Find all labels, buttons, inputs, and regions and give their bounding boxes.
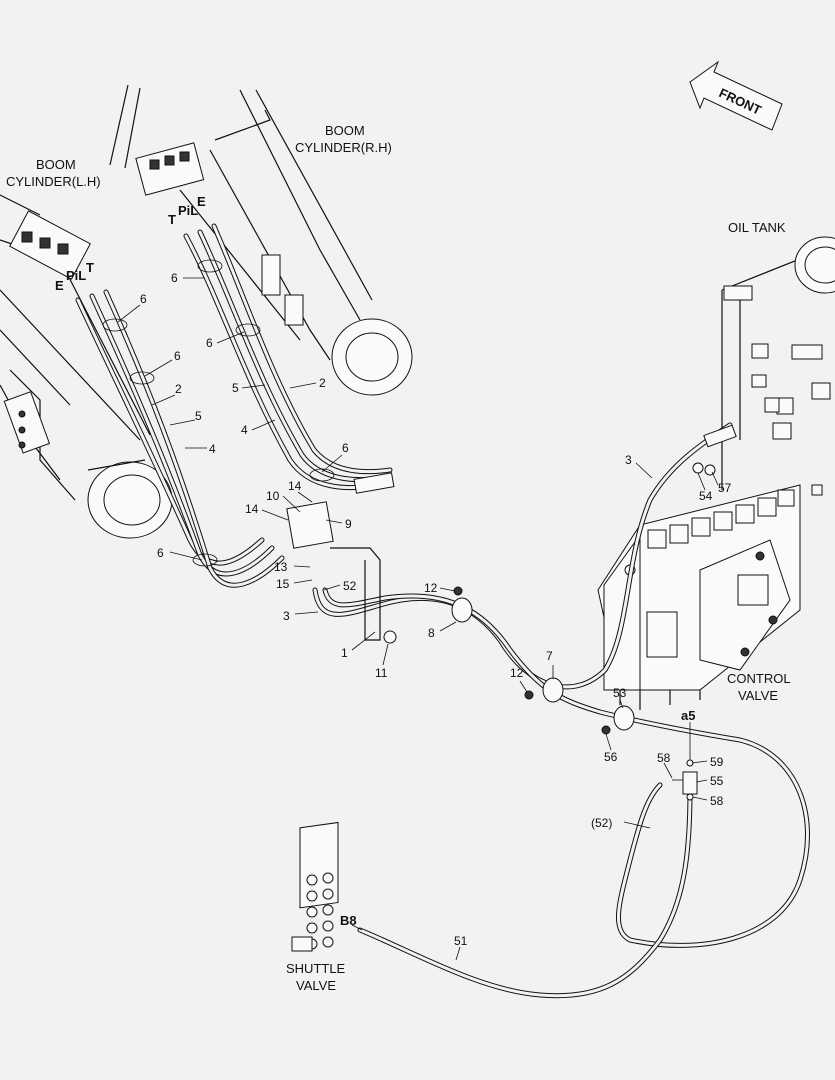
control-valve-caption-2: VALVE — [738, 688, 778, 703]
callout-52-reference: (52) — [591, 816, 612, 830]
oil-tank-drawing — [721, 236, 835, 496]
control-valve-caption-1: CONTROL — [727, 671, 791, 686]
callout-6: 6 — [157, 546, 164, 560]
callout-1: 1 — [341, 646, 348, 660]
callout-4: 4 — [241, 423, 248, 437]
boom-cylinder-lh-drawing — [0, 194, 173, 539]
callout-15: 15 — [276, 577, 290, 591]
boom-cylinder-lh-caption-2: CYLINDER(L.H) — [6, 174, 101, 189]
port-label-b8: B8 — [340, 913, 357, 928]
oil-tank-caption: OIL TANK — [728, 220, 786, 235]
callout-58: 58 — [657, 751, 671, 765]
port-label-lh-e: E — [55, 278, 64, 293]
shuttle-valve-caption-2: VALVE — [296, 978, 336, 993]
callout-6: 6 — [342, 441, 349, 455]
port-label-rh-pil: PiL — [178, 203, 198, 218]
callout-6: 6 — [140, 292, 147, 306]
port-label-a5: a5 — [681, 708, 695, 723]
port-label-rh-t: T — [168, 212, 176, 227]
callout-14: 14 — [245, 502, 259, 516]
callout-6: 6 — [171, 271, 178, 285]
boom-cylinder-lh-caption-1: BOOM — [36, 157, 76, 172]
callout-14: 14 — [288, 479, 302, 493]
callout-12: 12 — [424, 581, 438, 595]
callout-9: 9 — [345, 517, 352, 531]
port-label-rh-e: E — [197, 194, 206, 209]
boom-cylinder-rh-drawing — [109, 84, 413, 396]
callout-6: 6 — [174, 349, 181, 363]
leader-lines — [117, 277, 719, 961]
front-direction-arrow: FRONT — [689, 60, 783, 131]
callout-12: 12 — [510, 666, 524, 680]
callout-56: 56 — [604, 750, 618, 764]
callout-2: 2 — [319, 376, 326, 390]
shuttle-valve-caption-1: SHUTTLE — [286, 961, 346, 976]
port-label-lh-t: T — [86, 260, 94, 275]
port-label-lh-pil: PiL — [66, 268, 86, 283]
callout-55: 55 — [710, 774, 724, 788]
shuttle-valve-drawing — [291, 821, 339, 952]
callout-6: 6 — [206, 336, 213, 350]
callout-8: 8 — [428, 626, 435, 640]
callout-10: 10 — [266, 489, 280, 503]
callout-58: 58 — [710, 794, 724, 808]
callout-7: 7 — [546, 649, 553, 663]
callout-3: 3 — [625, 453, 632, 467]
callout-51: 51 — [454, 934, 468, 948]
callout-2: 2 — [175, 382, 182, 396]
callout-53: 53 — [613, 686, 627, 700]
callout-5: 5 — [232, 381, 239, 395]
callout-57: 57 — [718, 481, 732, 495]
boom-cylinder-rh-caption-2: CYLINDER(R.H) — [295, 140, 392, 155]
boom-cylinder-rh-caption-1: BOOM — [325, 123, 365, 138]
callout-5: 5 — [195, 409, 202, 423]
callout-13: 13 — [274, 560, 288, 574]
callout-11: 11 — [375, 666, 388, 680]
callout-59: 59 — [710, 755, 724, 769]
callout-4: 4 — [209, 442, 216, 456]
callout-54: 54 — [699, 489, 713, 503]
callout-52: 52 — [343, 579, 357, 593]
callout-3: 3 — [283, 609, 290, 623]
